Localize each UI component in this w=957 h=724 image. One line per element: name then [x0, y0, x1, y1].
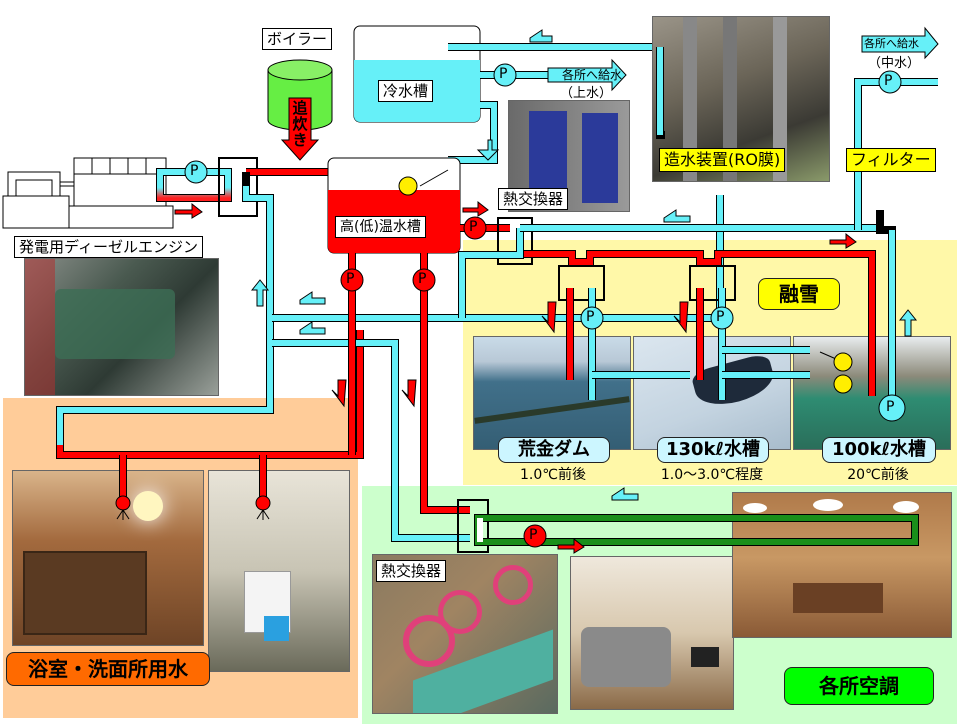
diesel-engine-photo: [24, 258, 219, 396]
heat-exchanger-label-top: 熱交換器: [498, 188, 569, 210]
filter-label: フィルター: [846, 148, 936, 172]
pump-icon: P: [884, 73, 893, 89]
tank-name-100: 100kℓ水槽: [822, 437, 936, 463]
hot-tank-label: 高(低)温水槽: [335, 216, 426, 238]
washroom-photo: [208, 470, 350, 672]
boiler-label: ボイラー: [262, 28, 333, 50]
dam-photo: [473, 336, 631, 450]
pump-icon: P: [716, 309, 725, 325]
cold-tank: [353, 25, 481, 123]
tank-name-130: 130kℓ水槽: [657, 437, 769, 463]
hot-tank: [327, 157, 461, 254]
supply-middle-note: （中水）: [868, 56, 921, 71]
pump-icon: P: [499, 66, 508, 82]
diesel-engine-label: 発電用ディーゼルエンジン: [14, 236, 203, 258]
tank-temp-100: 20℃前後: [847, 467, 909, 483]
supply-upper-arrow-label: 各所へ給水: [562, 68, 623, 82]
snow-melting-badge: 融雪: [758, 278, 840, 310]
cold-tank-label: 冷水槽: [378, 80, 434, 102]
pump-icon: P: [529, 527, 538, 543]
diesel-engine-drawing: [2, 157, 174, 229]
tank-name-dam: 荒金ダム: [498, 437, 610, 463]
pump-icon: P: [418, 271, 427, 287]
pump-icon: P: [886, 399, 895, 415]
bathroom-photo: [12, 470, 204, 646]
supply-middle-arrow-label: 各所へ給水: [864, 37, 919, 50]
tank-130-photo: [633, 336, 791, 450]
reheat-label: 追 炊 き: [292, 99, 308, 149]
ro-unit-label: 造水装置(RO膜): [659, 148, 786, 172]
tank-temp-130: 1.0〜3.0℃程度: [660, 467, 764, 483]
pump-icon: P: [586, 309, 595, 325]
heat-exchanger-label-bottom: 熱交換器: [376, 560, 447, 582]
pump-icon: P: [190, 163, 199, 179]
bath-water-badge: 浴室・洗面所用水: [6, 652, 210, 686]
pump-icon: P: [469, 219, 478, 235]
aircon-badge: 各所空調: [784, 667, 934, 705]
bedroom-photo: [570, 556, 734, 710]
tank-temp-dam: 1.0℃前後: [520, 467, 586, 483]
supply-upper-note: （上水）: [560, 86, 613, 101]
pump-icon: P: [346, 271, 355, 287]
